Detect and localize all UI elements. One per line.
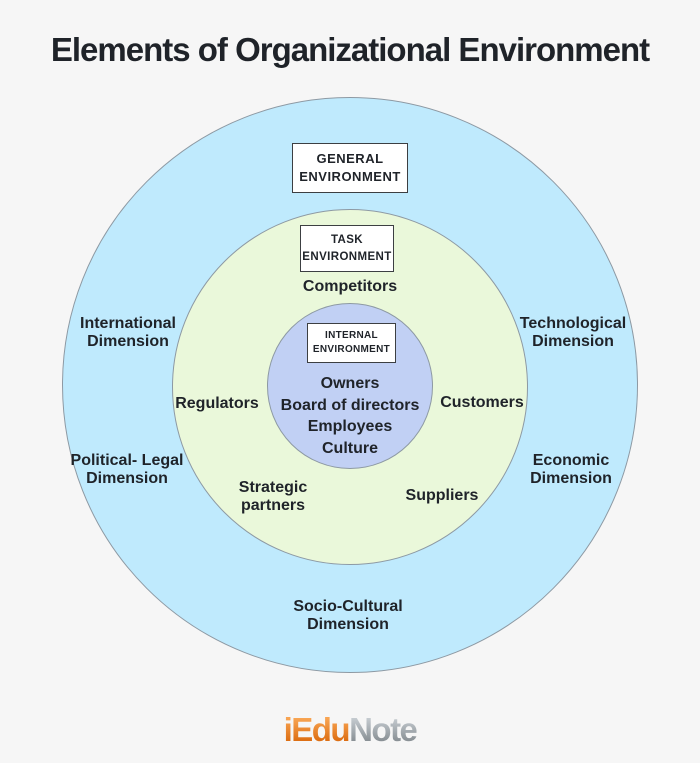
label-regulators: Regulators	[175, 395, 259, 413]
logo-text-note: Note	[349, 711, 418, 748]
label-strategic-partners: Strategic partners	[238, 479, 308, 514]
internal-item-board-of-directors: Board of directors	[280, 396, 420, 414]
label-competitors: Competitors	[302, 278, 398, 296]
label-suppliers: Suppliers	[405, 487, 479, 505]
iedunote-logo: iEduNote	[283, 711, 418, 749]
internal-item-employees: Employees	[307, 418, 393, 435]
page-title: Elements of Organizational Environment	[50, 31, 650, 68]
internal-environment-items: Owners Board of directors Employees Cult…	[281, 373, 420, 459]
internal-environment-box: INTERNAL ENVIRONMENT	[307, 323, 396, 363]
task-environment-box: TASK ENVIRONMENT	[300, 225, 394, 272]
label-international-dimension: International Dimension	[79, 315, 177, 350]
label-political-legal-dimension: Political- Legal Dimension	[70, 452, 184, 487]
internal-item-owners: Owners	[320, 375, 380, 392]
logo-text-iedu: iEdu	[283, 711, 351, 748]
internal-item-culture: Culture	[322, 439, 378, 457]
general-environment-box: GENERAL ENVIRONMENT	[292, 143, 408, 193]
label-customers: Customers	[440, 394, 524, 412]
label-economic-dimension: Economic Dimension	[530, 452, 612, 487]
label-technological-dimension: Technological Dimension	[519, 315, 627, 350]
label-socio-cultural-dimension: Socio-Cultural Dimension	[293, 598, 403, 633]
